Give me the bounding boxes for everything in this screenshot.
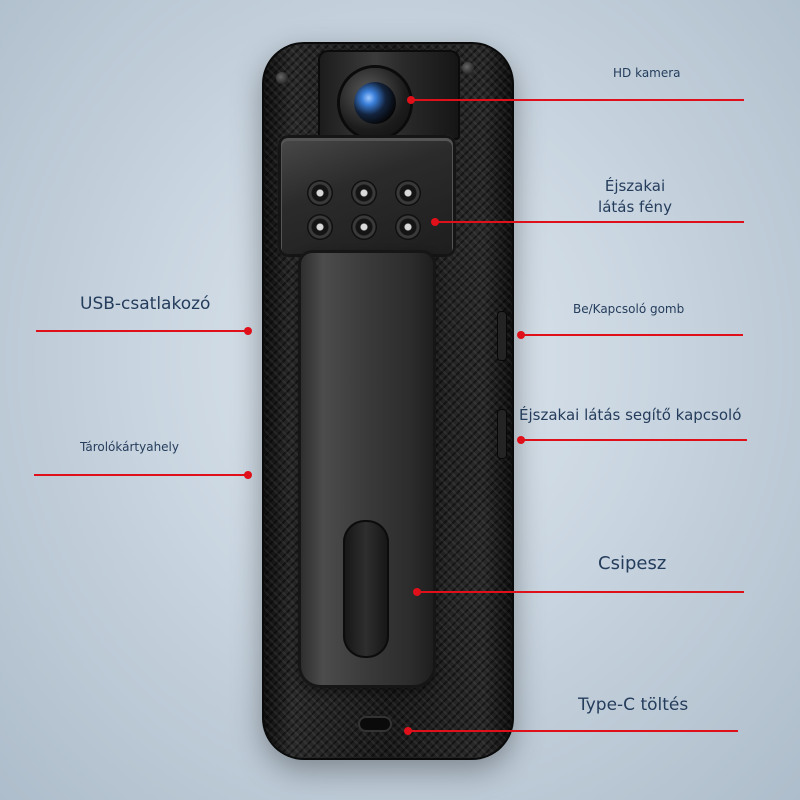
label-hd-camera: HD kamera	[613, 66, 681, 80]
label-card-slot: Tárolókártyahely	[80, 440, 179, 454]
label-clip: Csipesz	[598, 553, 667, 574]
label-night-light: Éjszakai látás fény	[590, 176, 680, 218]
callout-line	[521, 439, 747, 441]
camera-lens-icon	[354, 82, 396, 124]
clip-slot	[343, 520, 389, 658]
callout-line	[36, 330, 248, 332]
ir-led-icon	[307, 214, 333, 240]
callout-line	[411, 99, 744, 101]
callout-dot	[244, 327, 252, 335]
label-night-light-line1: Éjszakai	[604, 177, 666, 195]
ir-led-icon	[307, 180, 333, 206]
usb-c-port-icon	[360, 718, 390, 730]
label-typec: Type-C töltés	[578, 695, 689, 715]
callout-dot	[244, 471, 252, 479]
power-button-physical	[498, 312, 506, 360]
screw-icon	[276, 72, 288, 84]
callout-line	[417, 591, 744, 593]
ir-led-icon	[351, 180, 377, 206]
callout-line	[521, 334, 743, 336]
screw-icon	[462, 62, 474, 74]
label-night-switch: Éjszakai látás segítő kapcsoló	[519, 406, 742, 424]
label-power-button: Be/Kapcsoló gomb	[573, 302, 685, 316]
callout-line	[408, 730, 738, 732]
night-switch-physical	[498, 410, 506, 458]
ir-led-icon	[395, 180, 421, 206]
callout-line	[34, 474, 248, 476]
ir-led-icon	[351, 214, 377, 240]
callout-line	[435, 221, 744, 223]
ir-led-icon	[395, 214, 421, 240]
label-night-light-line2: látás fény	[598, 198, 672, 216]
label-usb: USB-csatlakozó	[80, 294, 211, 314]
